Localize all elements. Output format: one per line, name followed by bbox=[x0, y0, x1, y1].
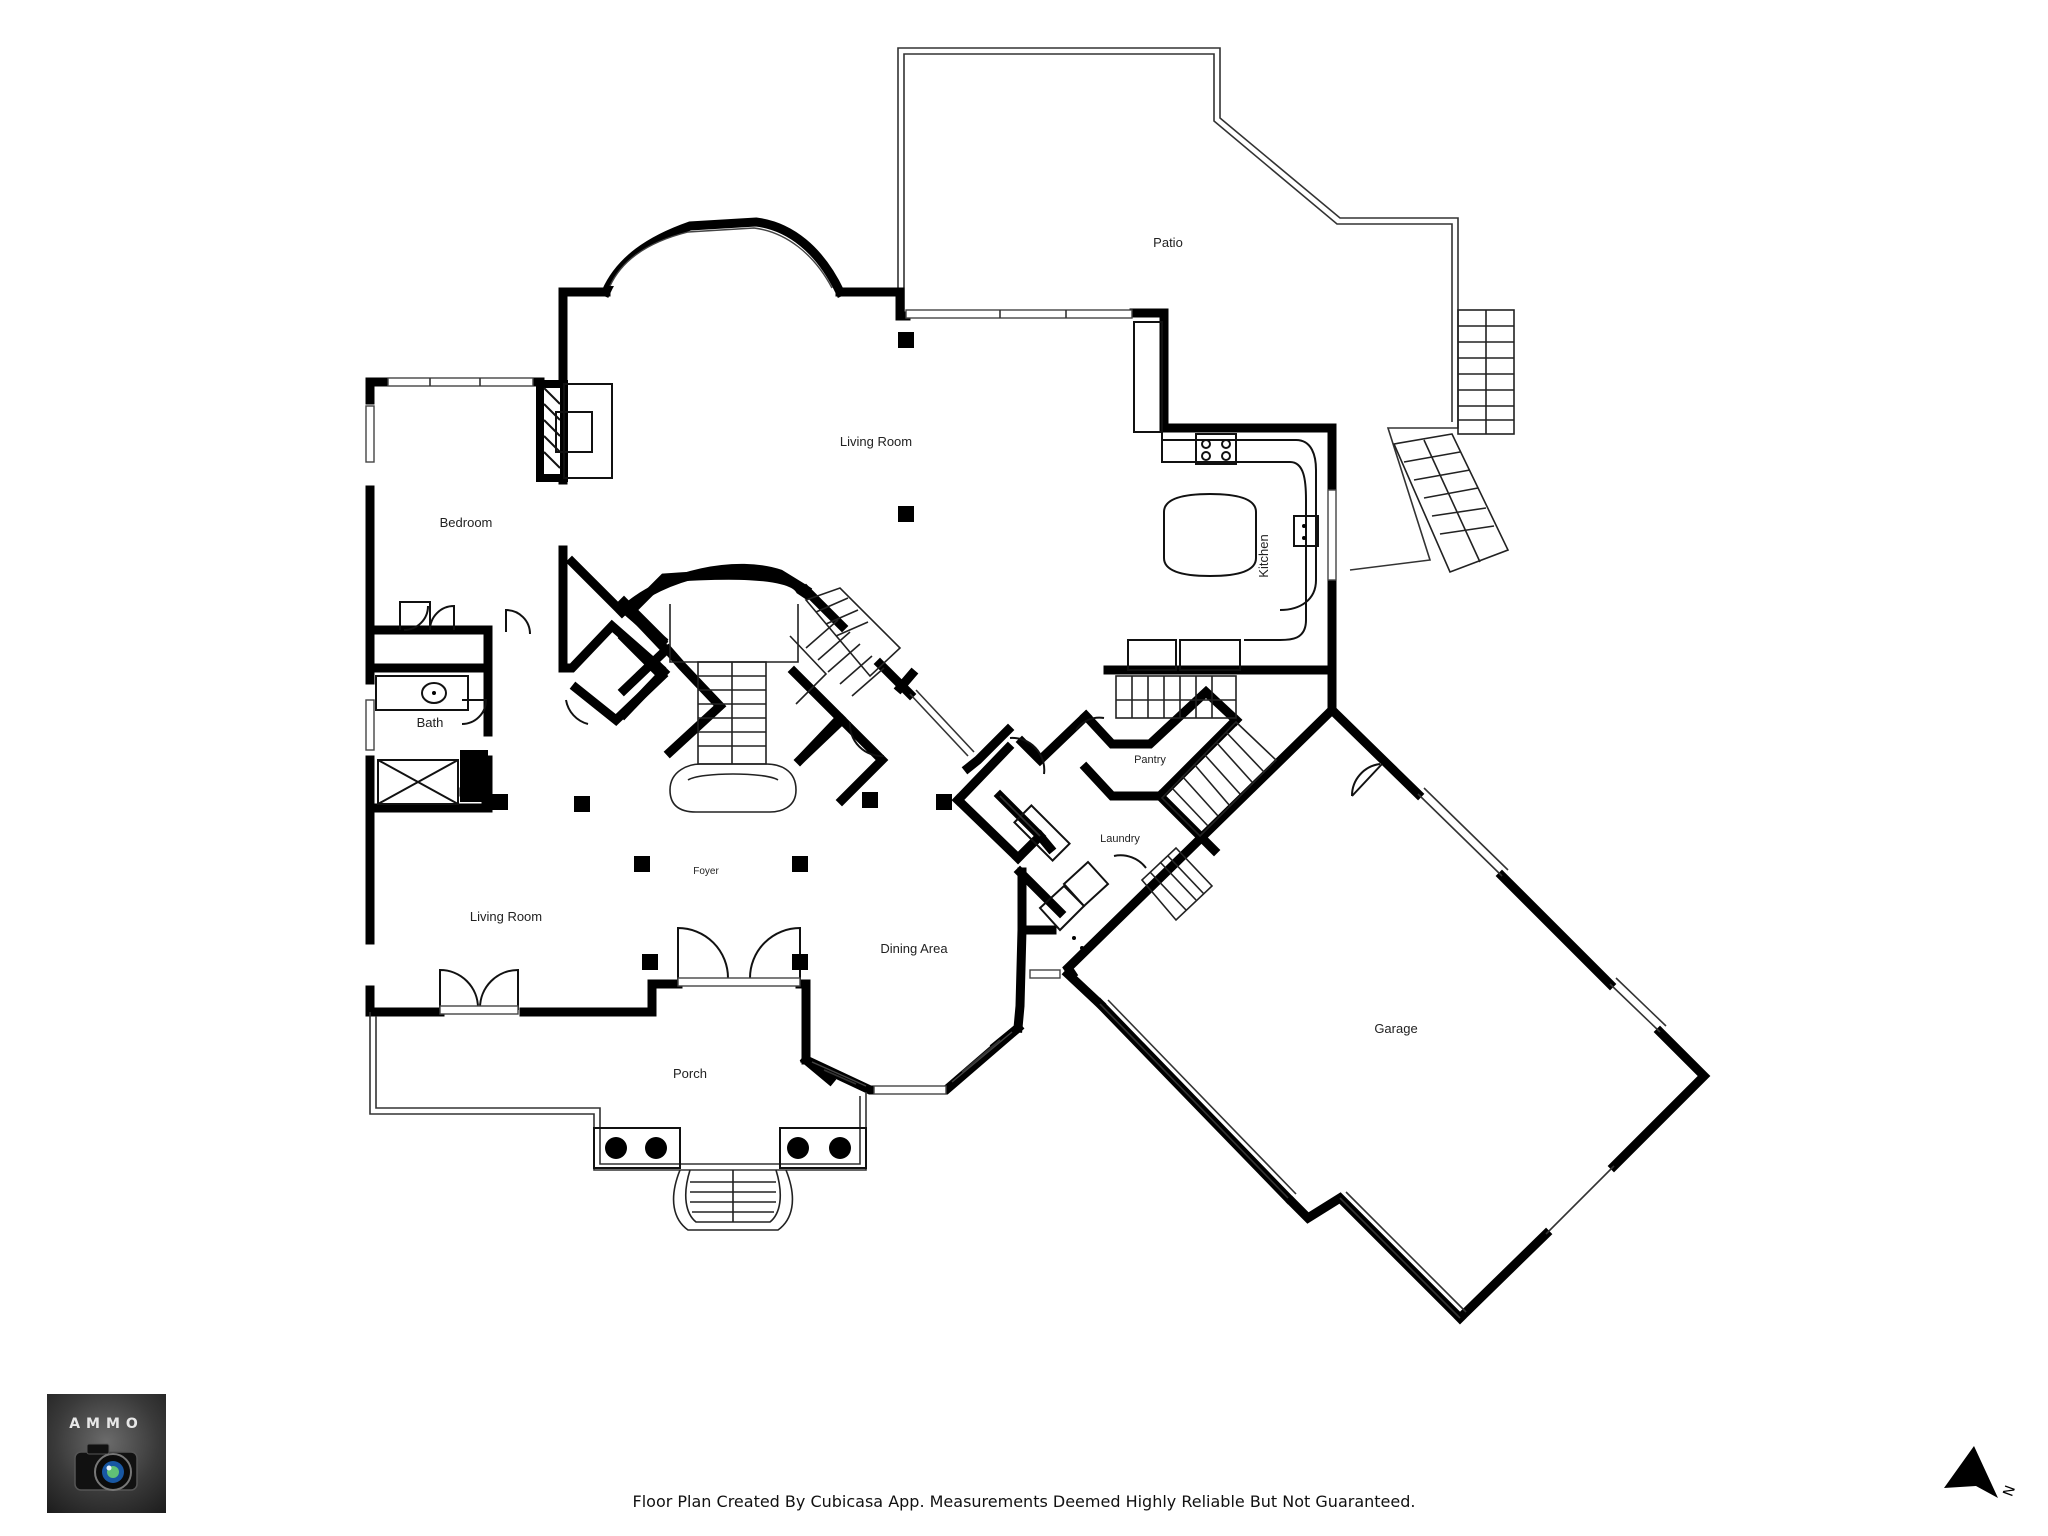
room-label-porch: Porch bbox=[673, 1066, 707, 1081]
front-steps bbox=[672, 1169, 794, 1231]
garage-openings bbox=[1029, 787, 1667, 1319]
north-arrow-icon: N bbox=[1944, 1446, 2019, 1499]
footer-disclaimer: Floor Plan Created By Cubicasa App. Meas… bbox=[632, 1492, 1416, 1511]
living-room-bay-window bbox=[600, 217, 846, 298]
pantry-stairs bbox=[1160, 720, 1278, 838]
room-label-pantry: Pantry bbox=[1134, 754, 1166, 766]
porch-outline bbox=[369, 1012, 867, 1171]
dining-bay bbox=[800, 1021, 1025, 1095]
main-entry-doors bbox=[677, 926, 801, 987]
front-living-doors bbox=[439, 968, 519, 1015]
room-label-bedroom: Bedroom bbox=[440, 515, 493, 530]
camera-icon bbox=[74, 1443, 138, 1491]
patio-outline bbox=[897, 47, 1459, 571]
kitchen-stairs bbox=[1115, 675, 1237, 719]
fireplace bbox=[536, 380, 613, 482]
room-label-living-room-front: Living Room bbox=[470, 909, 542, 924]
laundry-appliances bbox=[1013, 804, 1110, 950]
kitchen-island bbox=[1163, 492, 1257, 578]
bedroom-window bbox=[387, 377, 534, 387]
main-staircase bbox=[669, 604, 799, 813]
ammo-logo: AMMO bbox=[47, 1394, 166, 1513]
exterior-walls bbox=[365, 287, 1711, 1325]
room-label-living-room-main: Living Room bbox=[840, 434, 912, 449]
bath-fixtures bbox=[365, 675, 488, 805]
patio-stairs bbox=[1392, 309, 1515, 574]
room-label-patio: Patio bbox=[1153, 235, 1183, 250]
room-label-foyer: Foyer bbox=[693, 866, 719, 877]
interior-glass-partition bbox=[909, 689, 1041, 837]
room-label-dining-area: Dining Area bbox=[880, 941, 948, 956]
north-letter: N bbox=[2000, 1483, 2019, 1498]
logo-text: AMMO bbox=[69, 1416, 144, 1432]
bedroom-closet bbox=[365, 405, 455, 631]
columns bbox=[492, 332, 952, 970]
room-label-garage: Garage bbox=[1374, 1021, 1417, 1036]
room-label-laundry: Laundry bbox=[1100, 833, 1140, 845]
door-swings bbox=[461, 608, 1383, 869]
upper-right-staircase bbox=[789, 587, 902, 705]
room-label-bath: Bath bbox=[417, 715, 444, 730]
laundry-stairs bbox=[1140, 846, 1214, 922]
kitchen-counters bbox=[1127, 321, 1337, 671]
rear-sliding-doors bbox=[905, 309, 1133, 319]
room-label-kitchen: Kitchen bbox=[1256, 534, 1271, 577]
